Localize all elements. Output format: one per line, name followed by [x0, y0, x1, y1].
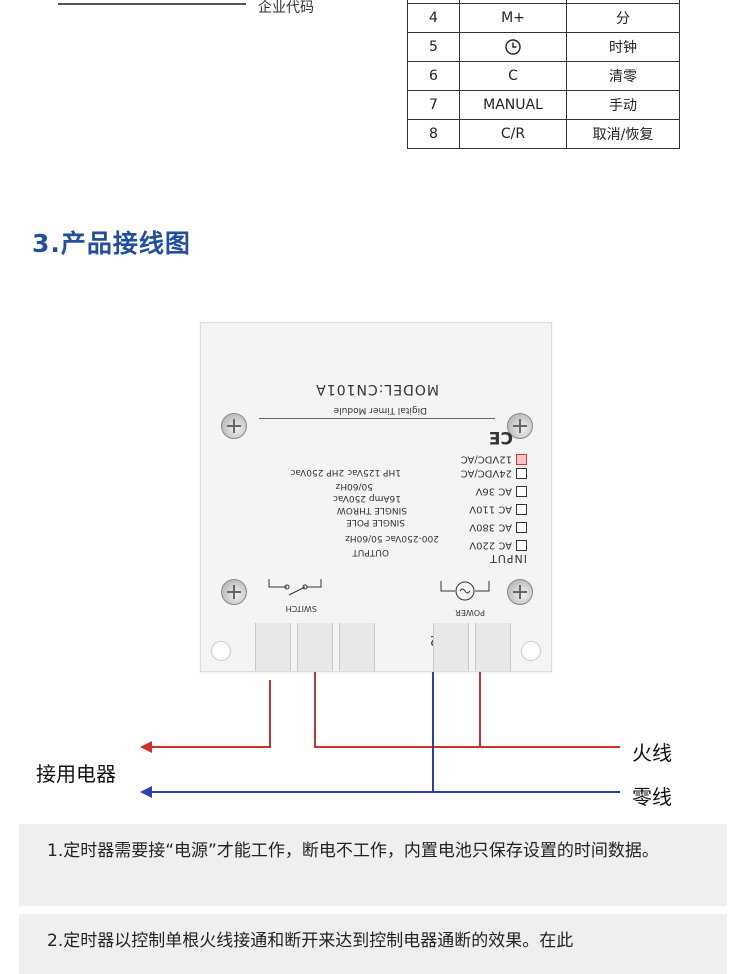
key-function-table: 4 M+ 分 5 时钟 6 C 清零 7 MANUAL 手动 8 C/R 取消/… — [407, 0, 680, 149]
diagram-leader-line — [58, 3, 246, 5]
table-row: 5 时钟 — [407, 32, 680, 62]
key-name — [459, 32, 567, 62]
key-function: 清零 — [566, 61, 680, 91]
note-box: 2.定时器以控制单根火线接通和断开来达到控制电器通断的效果。在此 — [19, 914, 727, 974]
key-number: 4 — [407, 3, 460, 33]
neutral-wire — [140, 672, 620, 798]
terminal-block — [339, 623, 375, 671]
key-function: 手动 — [566, 90, 680, 120]
neutral-wire-label: 零线 — [632, 785, 672, 809]
key-name: C/R — [459, 119, 567, 149]
power-symbol-icon — [440, 581, 490, 601]
note-text: 1.定时器需要接“电源”才能工作，断电不工作，内置电池只保存设置的时间数据。 — [47, 841, 659, 861]
appliance-label: 接用电器 — [36, 762, 116, 786]
key-name: C — [459, 61, 567, 91]
live-wire-label: 火线 — [632, 741, 672, 765]
terminal-block — [475, 623, 511, 671]
timer-module-face: POWER SWITCH 1 2 3 4 5 INPUT AC 220V AC … — [201, 323, 551, 671]
clock-icon — [505, 39, 521, 55]
live-wire — [140, 672, 620, 753]
switch-symbol-icon — [268, 579, 322, 596]
note-box: 1.定时器需要接“电源”才能工作，断电不工作，内置电池只保存设置的时间数据。 — [19, 824, 727, 906]
key-number: 5 — [407, 32, 460, 62]
key-function: 取消/恢复 — [566, 119, 680, 149]
terminal-block — [255, 623, 291, 671]
timer-module: POWER SWITCH 1 2 3 4 5 INPUT AC 220V AC … — [200, 322, 552, 672]
company-code-label: 企业代码 — [258, 0, 314, 16]
terminal-block — [297, 623, 333, 671]
table-row: 7 MANUAL 手动 — [407, 90, 680, 120]
key-name: MANUAL — [459, 90, 567, 120]
table-row: 8 C/R 取消/恢复 — [407, 119, 680, 149]
terminal-block — [433, 623, 469, 671]
section-title: 3.产品接线图 — [32, 229, 191, 258]
note-text: 2.定时器以控制单根火线接通和断开来达到控制电器通断的效果。在此 — [47, 931, 574, 951]
